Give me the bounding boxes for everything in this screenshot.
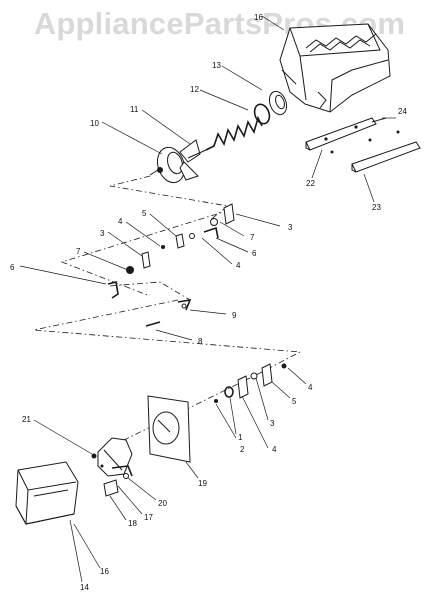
bracket-17-20 bbox=[103, 465, 133, 497]
callout-18: 18 bbox=[128, 519, 137, 528]
lower-linkage-parts bbox=[214, 363, 287, 403]
callout-21: 21 bbox=[22, 415, 31, 424]
callout-5-mid: 5 bbox=[142, 209, 147, 218]
callout-4-mid-a: 4 bbox=[118, 217, 123, 226]
callout-22: 22 bbox=[306, 179, 315, 188]
callout-4-mid-b: 4 bbox=[236, 261, 241, 270]
callout-24: 24 bbox=[398, 107, 407, 116]
callout-3-mid-b: 3 bbox=[288, 223, 293, 232]
auger-ring bbox=[253, 90, 288, 125]
slide-rail-22 bbox=[305, 117, 377, 151]
callout-16-top: 16 bbox=[254, 13, 263, 22]
callout-4-low-b: 4 bbox=[272, 445, 277, 454]
auger-housing-21 bbox=[91, 437, 133, 477]
callout-8: 8 bbox=[198, 337, 203, 346]
callout-3-mid-a: 3 bbox=[100, 229, 105, 238]
chute-door-14 bbox=[15, 461, 79, 525]
callout-5-low: 5 bbox=[292, 397, 297, 406]
callout-4-low-a: 4 bbox=[308, 383, 313, 392]
callout-12: 12 bbox=[190, 85, 199, 94]
callout-17: 17 bbox=[144, 513, 153, 522]
leader-lines bbox=[19, 15, 396, 583]
callout-2: 2 bbox=[240, 445, 245, 454]
assembly-axis-lines bbox=[33, 175, 302, 443]
callout-20: 20 bbox=[158, 499, 167, 508]
callout-16-bottom: 16 bbox=[100, 567, 109, 576]
callout-11: 11 bbox=[130, 105, 139, 114]
callout-7-mid-b: 7 bbox=[250, 233, 255, 242]
callout-9: 9 bbox=[232, 311, 237, 320]
callout-6-mid-b: 6 bbox=[252, 249, 257, 258]
auger-motor-wheel bbox=[149, 146, 186, 184]
ice-bucket-top bbox=[279, 23, 391, 113]
auger-spring bbox=[205, 115, 263, 151]
auger-propeller bbox=[179, 139, 207, 181]
middle-linkage-parts bbox=[107, 203, 235, 327]
callout-3-low: 3 bbox=[270, 419, 275, 428]
callout-23: 23 bbox=[372, 203, 381, 212]
callout-13: 13 bbox=[212, 61, 221, 70]
callout-14: 14 bbox=[80, 583, 89, 592]
shield-plate-19 bbox=[147, 395, 191, 463]
callout-10: 10 bbox=[90, 119, 99, 128]
callout-19: 19 bbox=[198, 479, 207, 488]
callout-6-mid-a: 6 bbox=[10, 263, 15, 272]
slide-rail-23 bbox=[330, 117, 421, 173]
callout-1: 1 bbox=[238, 433, 243, 442]
callout-7-mid-a: 7 bbox=[76, 247, 81, 256]
callout-labels: 16 13 12 11 10 24 22 23 5 4 3 3 7 7 6 4 … bbox=[10, 13, 407, 592]
